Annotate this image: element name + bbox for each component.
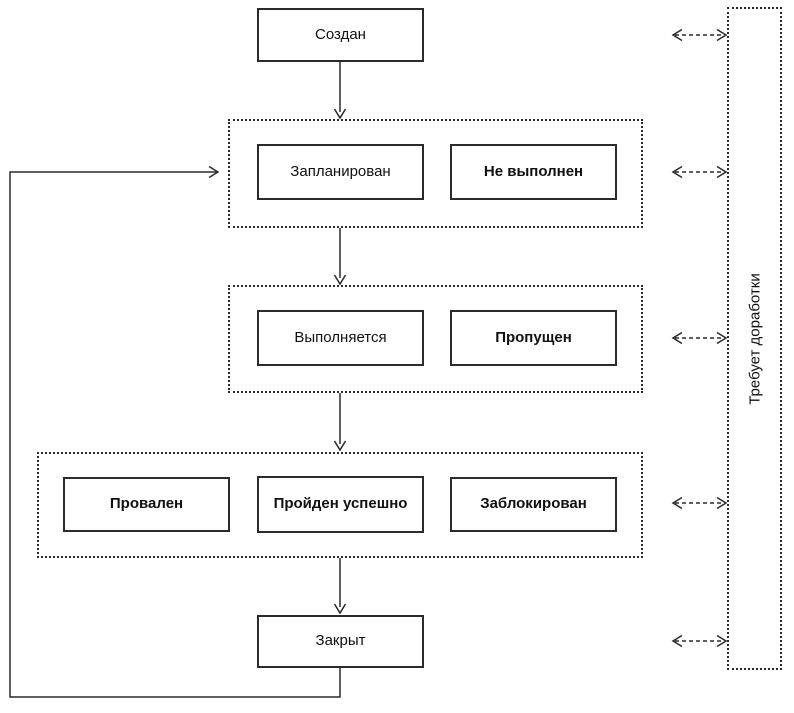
rework-arrow-running-group <box>671 331 728 345</box>
state-needs-rework-label: Требует доработки <box>746 272 763 405</box>
state-skipped: Пропущен <box>450 310 617 366</box>
arrow-planned-group-to-running-group <box>333 228 347 286</box>
state-skipped-label: Пропущен <box>495 328 572 346</box>
group-running-states <box>228 285 643 393</box>
state-blocked-label: Заблокирован <box>480 495 587 513</box>
state-failed: Провален <box>63 477 230 532</box>
state-created-label: Создан <box>315 25 366 43</box>
rework-arrow-planned-group <box>671 165 728 179</box>
state-not-executed-label: Не выполнен <box>483 162 584 180</box>
group-planned-states <box>228 119 643 228</box>
state-closed: Закрыт <box>257 615 424 668</box>
state-in-progress-label: Выполняется <box>294 328 387 346</box>
arrow-running-group-to-result-group <box>333 393 347 452</box>
rework-arrow-created <box>671 28 728 42</box>
state-in-progress: Выполняется <box>257 310 424 366</box>
rework-arrow-result-group <box>671 496 728 510</box>
state-planned: Запланирован <box>257 144 424 200</box>
state-needs-rework: Требует доработки <box>727 7 782 670</box>
state-blocked: Заблокирован <box>450 477 617 532</box>
arrow-result-group-to-closed <box>333 558 347 615</box>
rework-arrow-closed <box>671 634 728 648</box>
state-not-executed: Не выполнен <box>450 144 617 200</box>
state-created: Создан <box>257 8 424 62</box>
state-passed: Пройден успешно <box>257 476 424 533</box>
group-result-states <box>37 452 643 558</box>
state-failed-label: Провален <box>109 495 184 513</box>
arrow-created-to-planned-group <box>333 62 347 120</box>
state-passed-label: Пройден успешно <box>273 495 408 513</box>
state-closed-label: Закрыт <box>315 632 366 650</box>
state-planned-label: Запланирован <box>290 162 391 180</box>
